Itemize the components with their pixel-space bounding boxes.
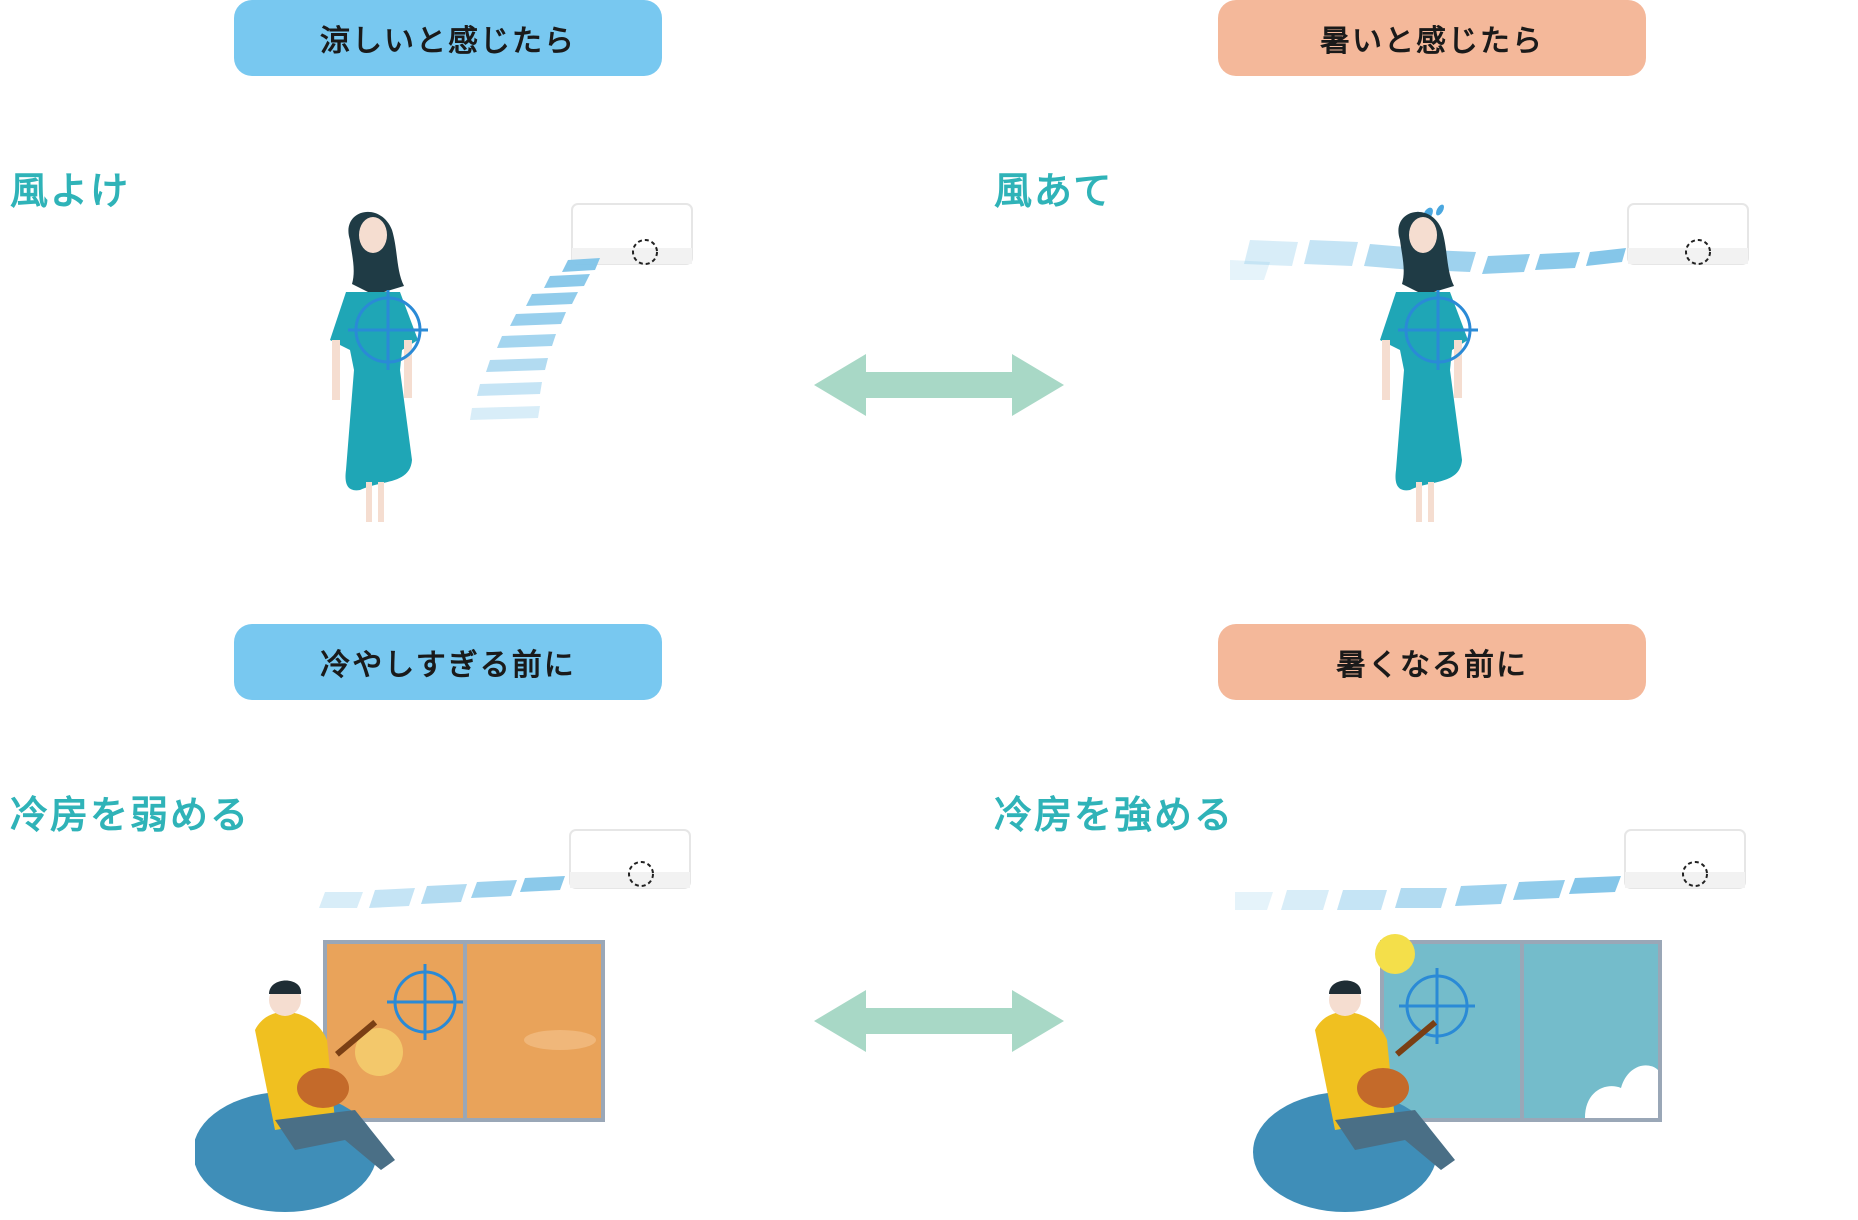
heading-cooling-strengthen: 冷房を強める bbox=[994, 793, 1235, 837]
man-figure bbox=[195, 980, 395, 1212]
woman-figure bbox=[330, 211, 418, 522]
crosshair-target-icon bbox=[1398, 290, 1478, 370]
window-day bbox=[1375, 934, 1662, 1122]
woman-figure bbox=[1380, 211, 1468, 522]
air-conditioner-icon bbox=[1624, 829, 1746, 889]
heading-cooling-weaken: 冷房を弱める bbox=[10, 793, 251, 837]
double-arrow-icon bbox=[814, 990, 1064, 1052]
badge-before-overcool: 冷やしすぎる前に bbox=[234, 624, 662, 700]
crosshair-target-icon bbox=[387, 964, 463, 1040]
crosshair-target-icon bbox=[348, 290, 428, 370]
heading-wind-avoid: 風よけ bbox=[10, 169, 131, 213]
man-figure bbox=[1253, 980, 1455, 1212]
air-conditioner-icon bbox=[571, 203, 693, 265]
air-conditioner-icon bbox=[1627, 203, 1749, 265]
crosshair-target-icon bbox=[1399, 968, 1475, 1044]
window-evening bbox=[323, 940, 605, 1122]
air-conditioner-icon bbox=[569, 829, 691, 889]
double-arrow-icon bbox=[814, 354, 1064, 416]
badge-feel-cool: 涼しいと感じたら bbox=[234, 0, 662, 76]
badge-before-hot: 暑くなる前に bbox=[1218, 624, 1646, 700]
heading-wind-direct: 風あて bbox=[994, 169, 1114, 213]
illustration-cooling-strengthen bbox=[1235, 820, 1755, 1220]
illustration-cooling-weaken bbox=[195, 820, 695, 1220]
badge-feel-hot: 暑いと感じたら bbox=[1218, 0, 1646, 76]
illustration-wind-avoid bbox=[300, 200, 700, 550]
illustration-wind-direct bbox=[1230, 200, 1750, 550]
